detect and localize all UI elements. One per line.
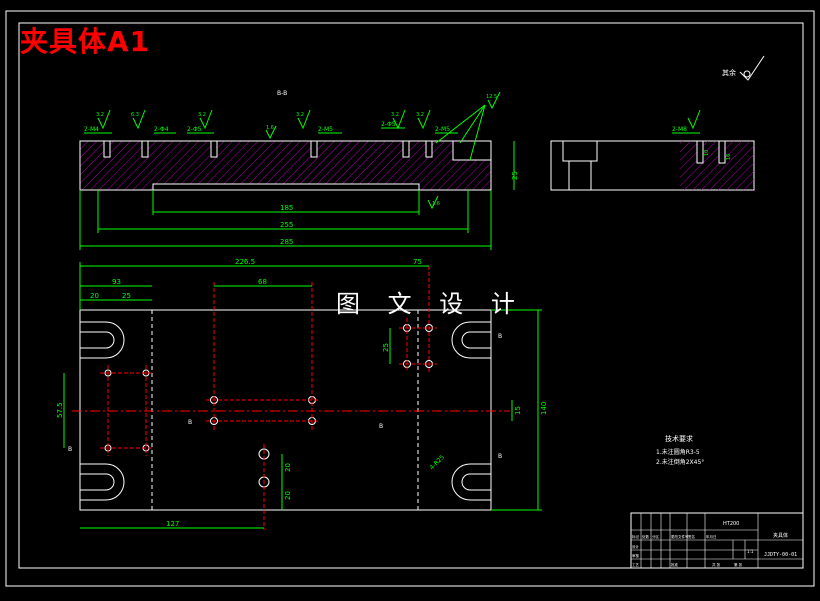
u-slot bbox=[451, 463, 491, 501]
svg-text:审核: 审核 bbox=[632, 553, 640, 558]
svg-text:B: B bbox=[498, 453, 502, 460]
svg-text:25: 25 bbox=[382, 343, 390, 352]
hole-note: 2-Φ5 bbox=[187, 126, 202, 133]
front-slot bbox=[152, 183, 420, 191]
svg-text:B: B bbox=[68, 446, 72, 453]
svg-text:3.2: 3.2 bbox=[296, 112, 304, 118]
scale-cell: 1:1 bbox=[747, 549, 754, 554]
radius-note: 4-R25 bbox=[428, 454, 446, 472]
dim-overall: 285 bbox=[280, 238, 293, 246]
svg-text:20: 20 bbox=[284, 463, 292, 472]
svg-text:第 张: 第 张 bbox=[734, 562, 743, 567]
svg-text:57.5: 57.5 bbox=[56, 402, 64, 418]
hole-note: 2-Φ5 bbox=[381, 121, 396, 128]
svg-text:3.2: 3.2 bbox=[391, 112, 399, 118]
svg-text:3.2: 3.2 bbox=[416, 112, 424, 118]
svg-text:B: B bbox=[498, 333, 502, 340]
svg-text:分区: 分区 bbox=[652, 534, 660, 539]
front-step bbox=[452, 140, 492, 161]
surface-note-label: 其余 bbox=[722, 68, 736, 77]
svg-text:68: 68 bbox=[258, 278, 267, 286]
dim-height: 25 bbox=[511, 171, 519, 180]
hole-note: 2-Φ4 bbox=[154, 126, 169, 133]
svg-text:3.2: 3.2 bbox=[198, 112, 206, 118]
u-slot bbox=[451, 321, 491, 359]
svg-text:25: 25 bbox=[122, 292, 131, 300]
front-hole bbox=[402, 140, 410, 158]
hole-note: 2-M5 bbox=[318, 126, 333, 133]
svg-text:设计: 设计 bbox=[632, 544, 640, 549]
svg-text:15: 15 bbox=[514, 406, 522, 415]
svg-text:年月日: 年月日 bbox=[706, 534, 717, 539]
svg-text:更改文件号: 更改文件号 bbox=[671, 534, 689, 539]
side-view: 2-M8 10 16 bbox=[550, 109, 755, 191]
side-hole bbox=[696, 140, 704, 164]
svg-text:签名: 签名 bbox=[688, 534, 695, 539]
svg-text:140: 140 bbox=[540, 402, 548, 415]
dim-mid: 255 bbox=[280, 221, 293, 229]
notes-heading: 技术要求 bbox=[665, 434, 693, 443]
hole-note: 2-M4 bbox=[84, 126, 99, 133]
dim-slot: 185 bbox=[280, 204, 293, 212]
roughness-default-icon bbox=[739, 55, 765, 81]
drawing-number: JJDTY-00-01 bbox=[764, 552, 797, 558]
svg-text:75: 75 bbox=[413, 258, 422, 266]
side-hole-note: 2-M8 bbox=[672, 126, 687, 133]
front-hole bbox=[141, 140, 149, 158]
svg-text:共 张: 共 张 bbox=[712, 562, 721, 567]
title-block: HT200 夹具体 JJDTY-00-01 1:1 标记 处数 分区 更改文件号… bbox=[630, 512, 804, 569]
svg-text:16: 16 bbox=[726, 154, 732, 160]
svg-text:226.5: 226.5 bbox=[235, 258, 255, 266]
svg-text:1.6: 1.6 bbox=[266, 125, 274, 131]
svg-text:3.2: 3.2 bbox=[96, 112, 104, 118]
side-hole bbox=[718, 140, 726, 164]
svg-text:批准: 批准 bbox=[671, 562, 679, 567]
front-hole bbox=[103, 140, 111, 158]
plan-view: 226.5 75 93 68 20 25 57.5 25 20 20 15 14… bbox=[56, 258, 548, 530]
svg-text:10: 10 bbox=[704, 150, 710, 156]
front-hole bbox=[425, 140, 433, 158]
roughness-symbols bbox=[97, 91, 501, 210]
side-pocket bbox=[562, 140, 598, 162]
u-slot bbox=[80, 463, 125, 501]
svg-text:93: 93 bbox=[112, 278, 121, 286]
section-label: B-B bbox=[277, 90, 287, 97]
watermark-text: 图 文 设 计 bbox=[336, 290, 525, 318]
svg-text:1.6: 1.6 bbox=[432, 201, 440, 207]
svg-text:B: B bbox=[188, 419, 192, 426]
svg-text:12.5: 12.5 bbox=[486, 94, 497, 100]
svg-text:6.3: 6.3 bbox=[131, 112, 139, 118]
front-view: 285 255 185 25 2-M4 2-Φ4 2-Φ5 2-M5 2-Φ5 … bbox=[79, 91, 519, 250]
svg-text:标记: 标记 bbox=[632, 534, 640, 539]
material-cell: HT200 bbox=[723, 521, 739, 527]
svg-text:20: 20 bbox=[284, 491, 292, 500]
note-item: 1.未注圆角R3-5 bbox=[656, 448, 700, 456]
svg-text:127: 127 bbox=[166, 520, 179, 528]
inner-frame bbox=[18, 22, 804, 569]
front-hole bbox=[210, 140, 218, 158]
svg-text:B: B bbox=[379, 423, 383, 430]
part-name-cell: 夹具体 bbox=[773, 532, 788, 539]
plan-body bbox=[79, 309, 492, 511]
page-title: 夹具体A1 bbox=[20, 25, 151, 58]
hole-note: 2-M5 bbox=[435, 126, 450, 133]
u-slot bbox=[80, 321, 125, 359]
front-hole bbox=[310, 140, 318, 158]
svg-text:处数: 处数 bbox=[642, 534, 650, 539]
outer-frame bbox=[5, 10, 815, 587]
svg-text:20: 20 bbox=[90, 292, 99, 300]
svg-text:工艺: 工艺 bbox=[632, 562, 640, 567]
note-item: 2.未注倒角2X45° bbox=[656, 458, 704, 466]
